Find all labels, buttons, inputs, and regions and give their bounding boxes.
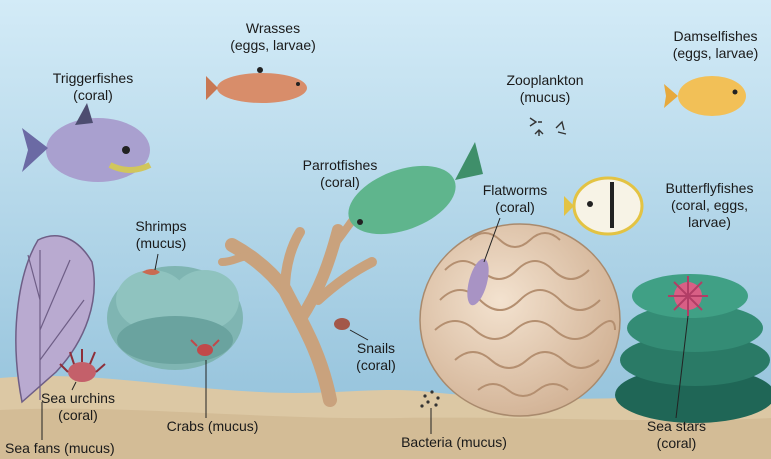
leader-sea-stars (676, 316, 688, 418)
leader-urchins (72, 382, 76, 390)
leader-snails (350, 330, 368, 340)
leader-shrimps (155, 254, 158, 270)
leader-flatworms (484, 218, 500, 262)
